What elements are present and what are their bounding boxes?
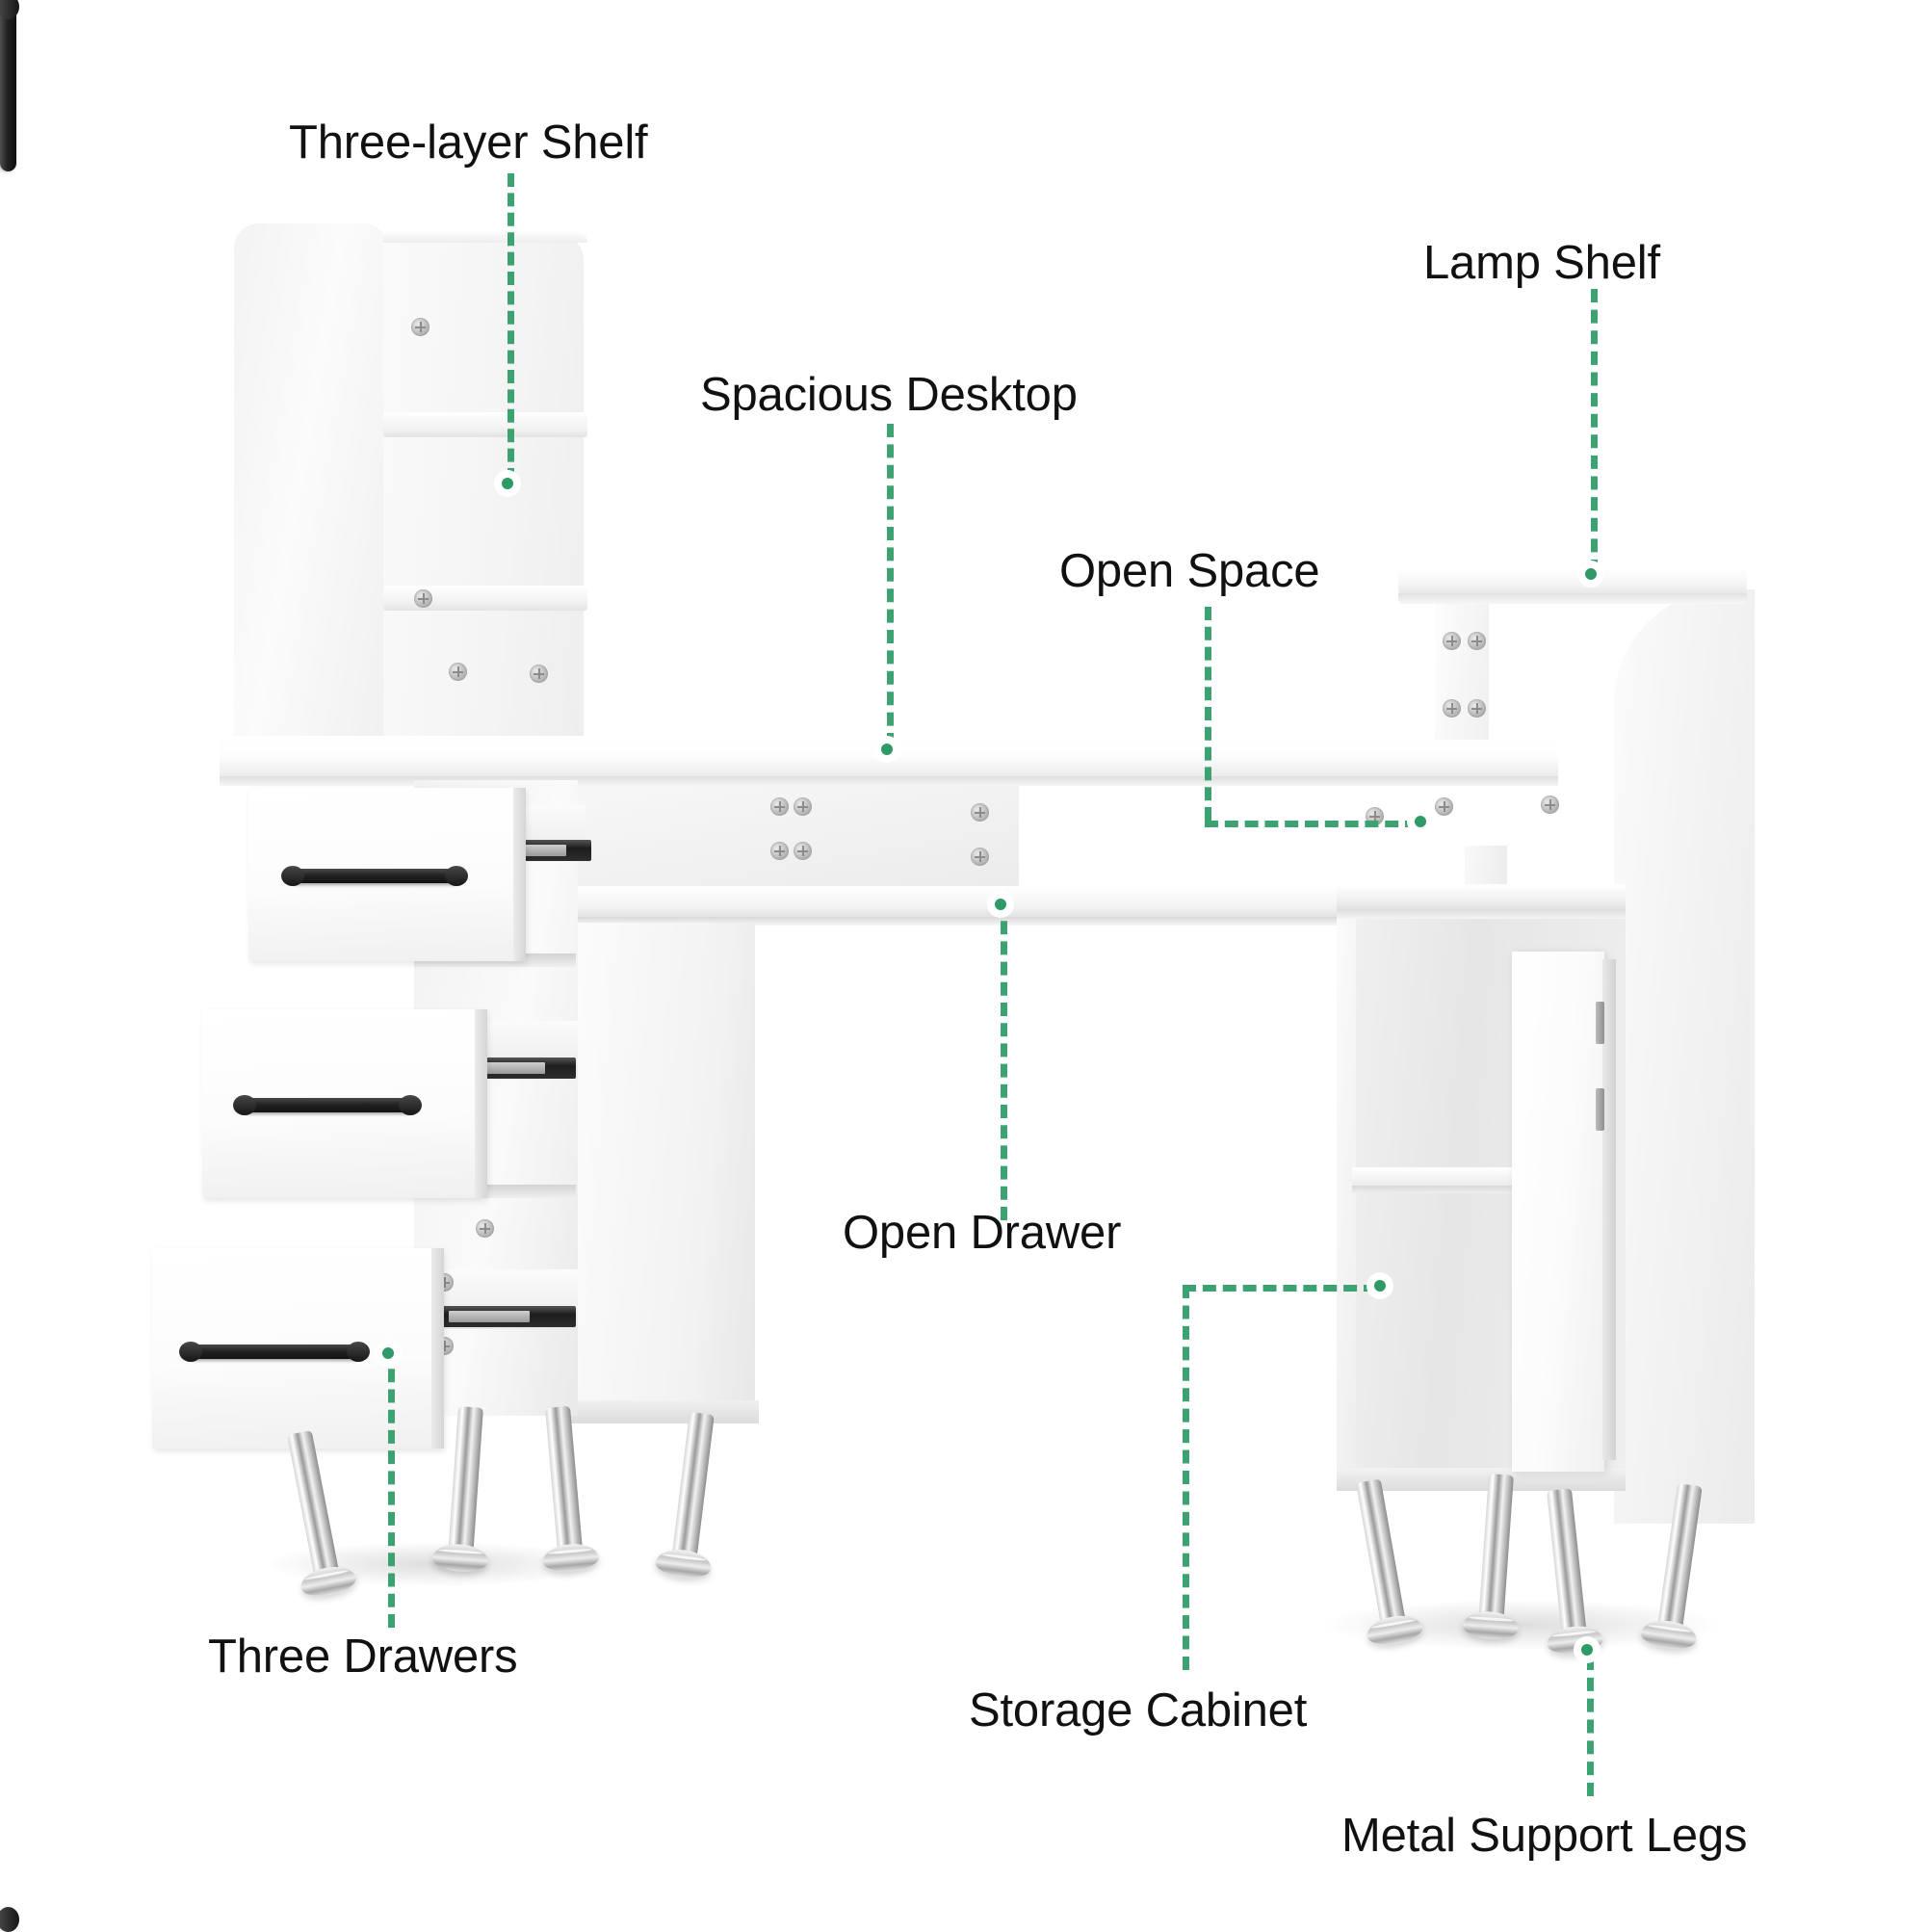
lamp-shelf [1398, 568, 1747, 595]
screw-icon [449, 663, 467, 681]
lamp-shelf-support [1435, 595, 1489, 740]
cabinet-door-handle[interactable] [0, 0, 16, 171]
screw-icon [411, 318, 429, 336]
drawer-handle[interactable] [281, 866, 468, 886]
desktop-edge [220, 776, 1558, 786]
marker-open-space [1408, 809, 1433, 834]
callout-open-space: Open Space [1059, 545, 1320, 597]
marker-metal-support-legs [1575, 1637, 1600, 1662]
marker-three-layer-shelf [495, 471, 520, 496]
keyboard-tray [566, 886, 1337, 919]
screw-icon [971, 848, 989, 866]
cabinet-base [1337, 1468, 1626, 1491]
screw-icon [414, 589, 432, 608]
hinge-icon [1596, 1002, 1604, 1044]
screw-icon [770, 797, 789, 816]
screw-icon [1435, 797, 1453, 816]
callout-spacious-desktop: Spacious Desktop [700, 369, 1078, 421]
leader-lamp-shelf [1591, 289, 1598, 573]
callout-metal-support-legs: Metal Support Legs [1341, 1810, 1748, 1862]
leader-open-drawer [1001, 901, 1007, 1220]
marker-lamp-shelf [1578, 561, 1603, 587]
cabinet-inner-shelf-edge [1352, 1186, 1516, 1193]
leader-metal-support-legs [1587, 1657, 1594, 1796]
callout-open-drawer: Open Drawer [843, 1207, 1122, 1259]
hutch-back-panel [383, 236, 584, 744]
cabinet-door[interactable] [1512, 952, 1604, 1472]
drawer-side-edge [431, 1248, 444, 1449]
screw-icon [1443, 699, 1461, 718]
lamp-shelf-edge [1398, 593, 1747, 604]
cabinet-inner-shelf [1352, 1167, 1516, 1187]
drawer-top[interactable] [248, 788, 526, 961]
leader-storage-cabinet-v [1183, 1285, 1189, 1670]
drawer-slide-rail [433, 1306, 576, 1327]
drawer-slide-rail [462, 1057, 576, 1079]
screw-icon [770, 842, 789, 860]
desk-illustration [0, 0, 1926, 1657]
cabinet-top-shelf [1337, 884, 1626, 909]
callout-three-drawers: Three Drawers [208, 1631, 518, 1683]
cabinet-door-edge [1602, 959, 1616, 1460]
leader-open-space-v [1205, 607, 1211, 821]
marker-three-drawers [376, 1341, 401, 1366]
marker-spacious-desktop [874, 737, 899, 762]
leader-storage-cabinet-h [1183, 1285, 1377, 1292]
leader-three-layer-shelf [508, 173, 514, 482]
callout-lamp-shelf: Lamp Shelf [1423, 237, 1660, 289]
drawer-side-edge [475, 1009, 487, 1198]
screw-icon [1541, 796, 1559, 814]
drawer-side-edge [513, 788, 526, 961]
hinge-icon [1596, 1088, 1604, 1131]
center-pedestal-base [566, 1400, 759, 1423]
hutch-side-panel [234, 223, 388, 742]
leader-open-space-h [1205, 821, 1418, 827]
leader-three-drawers [388, 1348, 395, 1628]
drawer-middle[interactable] [202, 1009, 487, 1198]
open-space-void [1019, 786, 1337, 886]
leader-spacious-desktop [887, 424, 894, 746]
screw-icon [794, 842, 812, 860]
screw-icon [1468, 632, 1486, 650]
hutch-shelf-upper [383, 412, 587, 437]
keyboard-tray-edge [566, 917, 1337, 926]
screw-icon [971, 803, 989, 822]
screw-icon [476, 1219, 494, 1238]
callout-storage-cabinet: Storage Cabinet [969, 1684, 1308, 1736]
hutch-top-edge [383, 231, 587, 243]
open-space-back-panel [566, 786, 1019, 886]
cabinet-top-shelf-edge [1337, 909, 1626, 919]
screw-icon [530, 665, 548, 683]
marker-storage-cabinet [1367, 1273, 1392, 1298]
screw-icon [1468, 699, 1486, 718]
screw-icon [794, 797, 812, 816]
drawer-handle[interactable] [179, 1342, 370, 1362]
center-pedestal-panel [566, 923, 755, 1414]
marker-open-drawer [988, 892, 1013, 917]
callout-three-layer-shelf: Three-layer Shelf [289, 117, 648, 169]
drawer-handle[interactable] [233, 1095, 422, 1115]
curved-side-panel [1614, 589, 1755, 1524]
cabinet-side-wall [1337, 919, 1356, 1477]
screw-icon [1443, 632, 1461, 650]
